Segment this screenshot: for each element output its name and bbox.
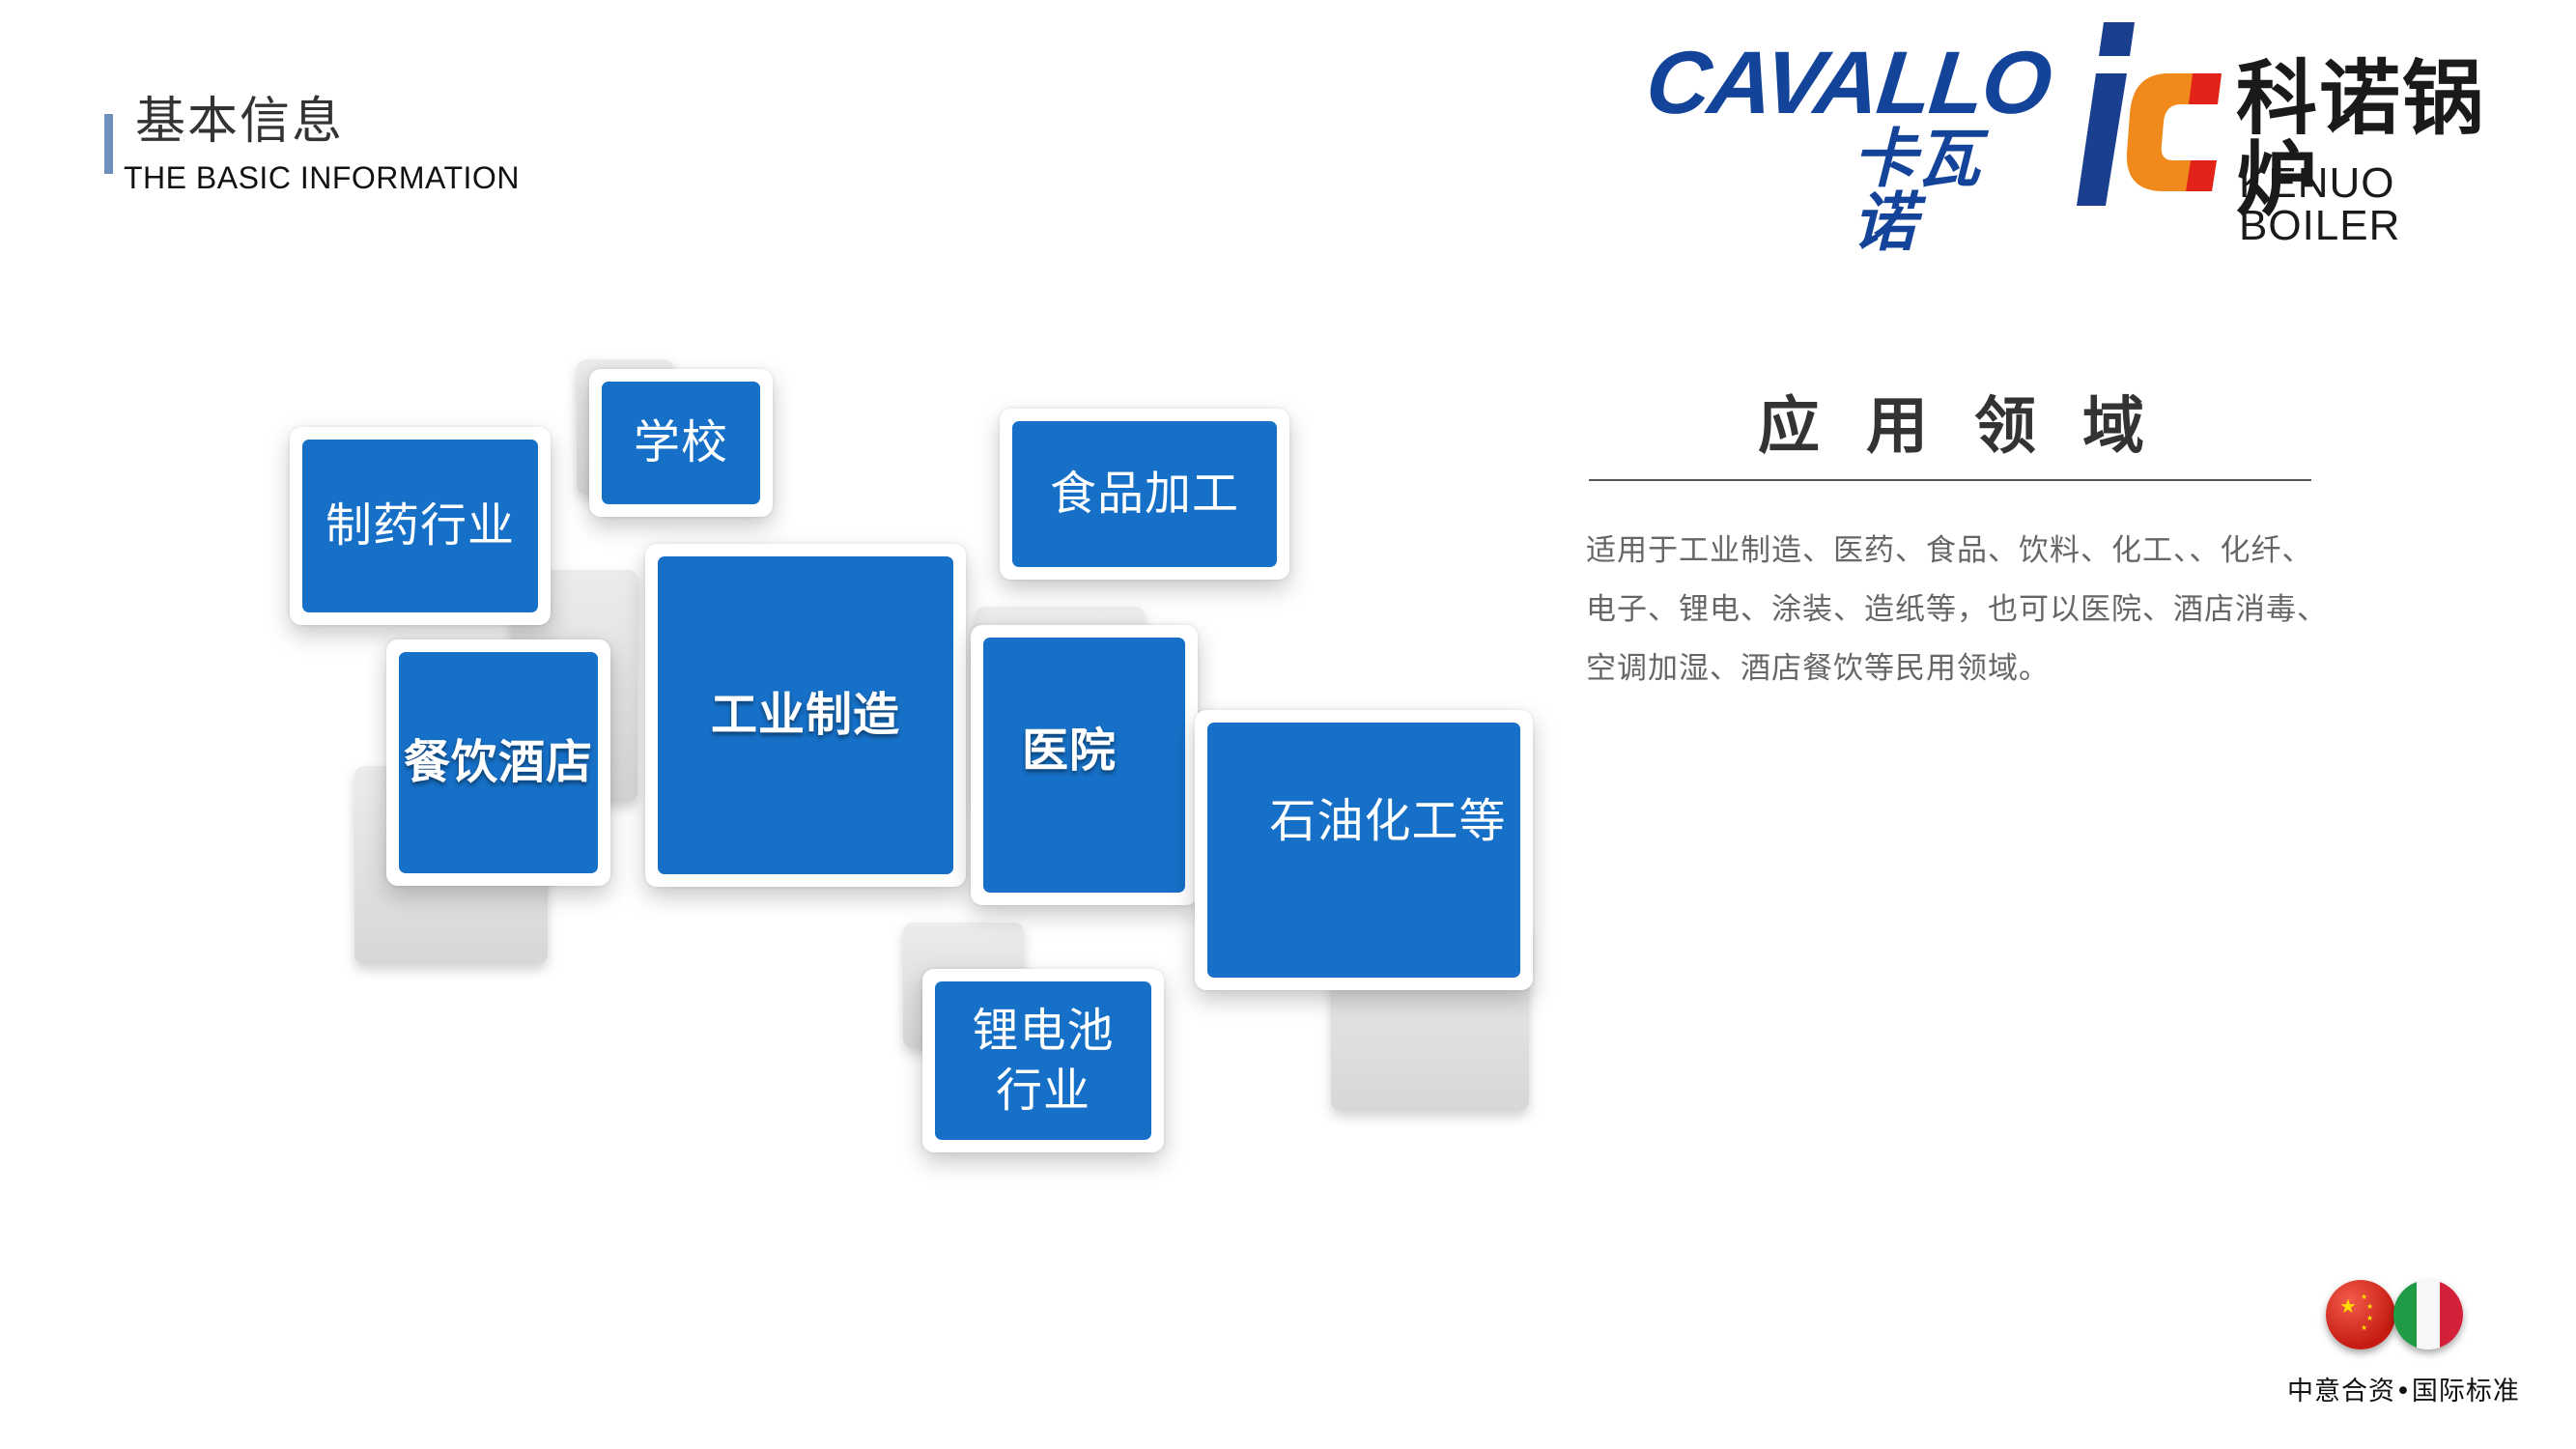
application-body-line: 适用于工业制造、医药、食品、饮料、化工、、化纤、 [1586,533,2313,568]
tile-industry: 工业制造 [645,544,966,887]
application-title: 应用领域 [1758,391,2191,463]
tile-petro-label: 石油化工等 [1207,723,1520,978]
svg-text:★: ★ [2361,1323,2367,1332]
svg-text:★: ★ [2366,1314,2373,1322]
svg-text:★: ★ [2366,1302,2373,1311]
application-body: 适用于工业制造、医药、食品、饮料、化工、、化纤、 电子、锂电、涂装、造纸等，也可… [1586,522,2388,698]
tile-pharma: 制药行业 [290,427,551,625]
page-title: 基本信息 [135,93,345,151]
header-accent-bar [104,114,113,174]
tile-petro: 石油化工等 [1195,710,1533,990]
tile-hospital: 医院 [971,625,1198,905]
cavallo-logo-text: CAVALLO [1641,34,2055,132]
page-subtitle: THE BASIC INFORMATION [124,160,520,195]
tile-battery: 锂电池 行业 [922,969,1164,1152]
cavallo-logo-cn: 卡瓦诺 [1853,122,1980,260]
tile-school-label: 学校 [602,382,760,504]
tile-battery-label: 锂电池 行业 [935,981,1151,1140]
tile-battery-line2: 行业 [995,1064,1090,1118]
tile-catering-label: 餐饮酒店 [399,652,598,873]
kenuo-mark-icon [2077,22,2222,206]
tile-catering: 餐饮酒店 [386,639,610,886]
tile-school: 学校 [589,369,773,517]
application-body-line: 空调加湿、酒店餐饮等民用领域。 [1586,651,2050,686]
kenuo-logo: 科诺锅炉 KENUO BOILER [2077,17,2540,247]
tile-hospital-label: 医院 [983,638,1185,893]
tile-pharma-label: 制药行业 [302,440,538,612]
tile-industry-label: 工业制造 [658,556,953,874]
flags-caption: 中意合资•国际标准 [2287,1377,2520,1406]
kenuo-logo-en: KENUO BOILER [2239,159,2401,249]
tile-food: 食品加工 [1000,409,1289,580]
tile-battery-line1: 锂电池 [972,1003,1115,1058]
kenuo-logo-cn: 科诺锅炉 [2236,51,2486,227]
cavallo-logo: CAVALLO 卡瓦诺 [1642,34,2055,255]
application-body-line: 电子、锂电、涂装、造纸等，也可以医院、酒店消毒、 [1586,592,2328,627]
tile-food-label: 食品加工 [1012,421,1277,567]
svg-text:★: ★ [2361,1293,2367,1301]
svg-text:★: ★ [2339,1294,2357,1318]
italy-flag-icon [2393,1280,2463,1350]
application-divider [1589,479,2311,481]
china-flag-icon: ★ ★ ★ ★ ★ [2326,1280,2395,1350]
flags-group: ★ ★ ★ ★ ★ [2326,1280,2480,1357]
